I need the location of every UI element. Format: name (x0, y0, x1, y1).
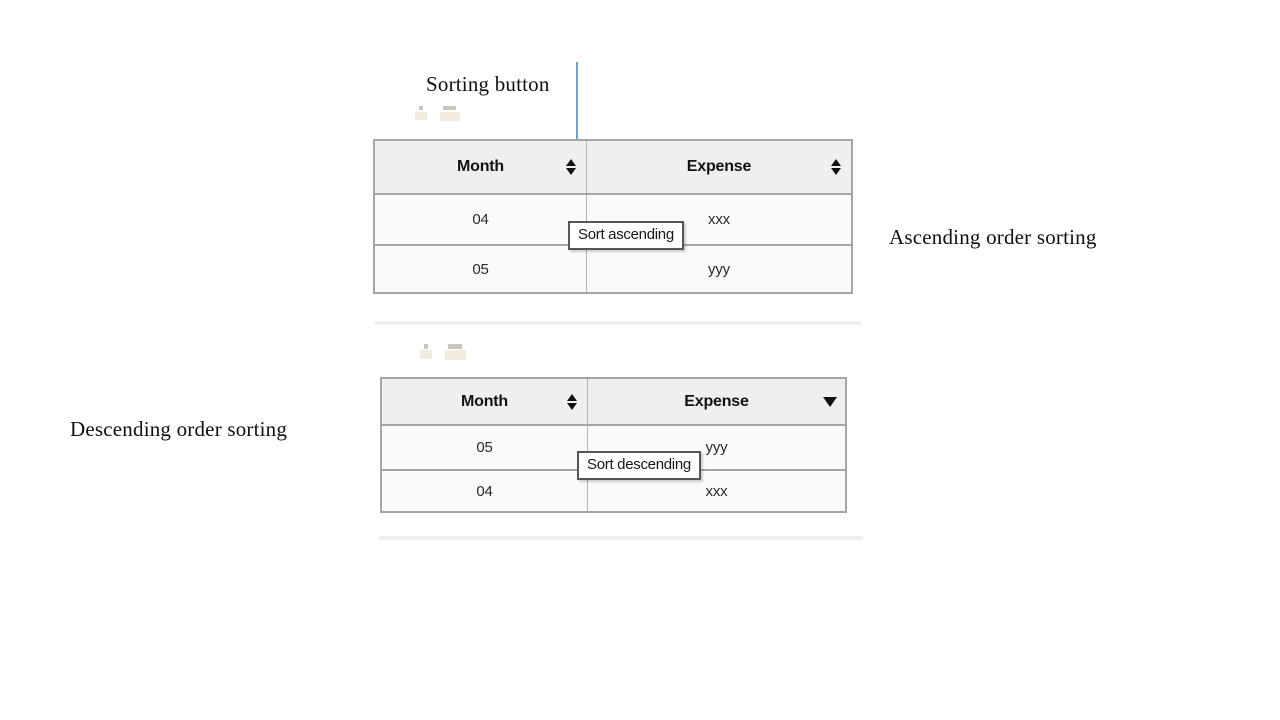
cell-expense: xxx (587, 195, 851, 244)
sort-both-icon[interactable] (566, 391, 578, 413)
scan-artifact (443, 106, 456, 110)
cell-expense: yyy (587, 246, 851, 292)
table-row: 05 yyy (382, 426, 845, 469)
table-header-row: Month Expense (382, 379, 845, 426)
table-header-row: Month Expense (375, 141, 851, 195)
cell-value: xxx (708, 211, 730, 228)
cell-month: 05 (375, 246, 587, 292)
cell-value: 05 (476, 439, 493, 456)
column-header-label: Expense (684, 392, 749, 410)
annotation-descending-order: Descending order sorting (70, 417, 288, 441)
cell-value: 04 (472, 211, 489, 228)
scan-artifact (420, 350, 432, 359)
descending-table: Month Expense 05 yyy 04 (380, 377, 847, 513)
cell-expense: xxx (588, 471, 845, 511)
tooltip-sort-descending: Sort descending (577, 451, 701, 480)
scan-artifact (419, 106, 423, 110)
cell-month: 05 (382, 426, 588, 469)
cell-value: yyy (708, 260, 730, 278)
column-header-month[interactable]: Month (375, 141, 587, 193)
column-header-expense[interactable]: Expense (587, 141, 851, 193)
scan-artifact (448, 344, 462, 349)
cell-month: 04 (382, 471, 588, 511)
cell-value: yyy (705, 439, 728, 456)
annotation-ascending-order: Ascending order sorting (889, 225, 1097, 249)
section-divider (379, 536, 863, 540)
annotation-sorting-button: Sorting button (426, 72, 550, 96)
cell-month: 04 (375, 195, 587, 244)
column-header-label: Month (457, 158, 504, 175)
cell-expense: yyy (588, 426, 845, 469)
cell-value: xxx (705, 482, 728, 500)
sort-both-icon[interactable] (565, 156, 577, 178)
scan-artifact (445, 350, 466, 360)
section-divider (374, 321, 861, 325)
scan-artifact (424, 344, 428, 349)
table-row: 05 yyy (375, 244, 851, 292)
column-header-month[interactable]: Month (382, 379, 588, 424)
cell-value: 05 (472, 260, 489, 278)
cell-value: 04 (476, 482, 493, 500)
sort-descending-icon[interactable] (823, 391, 837, 413)
scan-artifact (415, 112, 427, 120)
scan-artifact (440, 112, 460, 121)
ascending-table: Month Expense 04 xxx 05 (373, 139, 853, 294)
tooltip-sort-ascending: Sort ascending (568, 221, 684, 250)
column-header-expense[interactable]: Expense (588, 379, 845, 424)
column-header-label: Month (461, 392, 508, 410)
sort-both-icon[interactable] (830, 156, 842, 178)
column-header-label: Expense (686, 158, 752, 175)
